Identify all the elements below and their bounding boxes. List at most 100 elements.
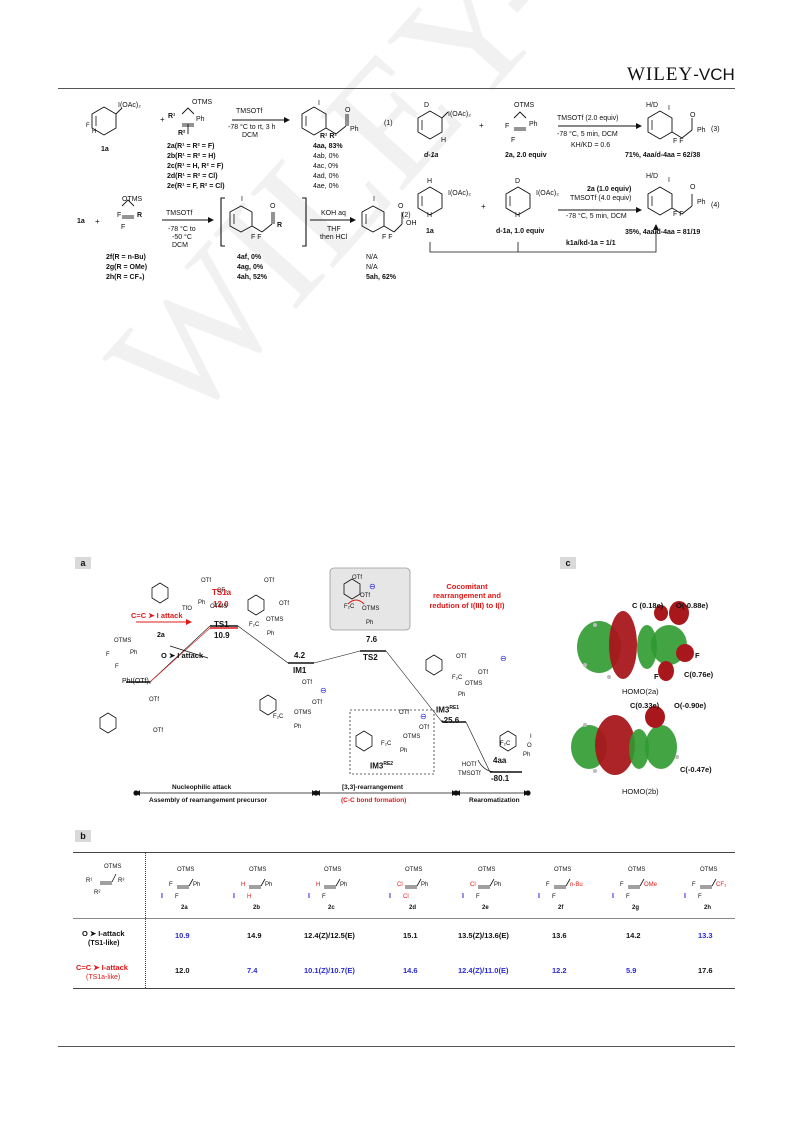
eq1-r2: R² bbox=[178, 130, 186, 137]
compound-2a-sub2: F bbox=[175, 894, 179, 900]
ts1-f2c: F₂C bbox=[249, 622, 260, 628]
eq2-otms: OTMS bbox=[122, 196, 143, 203]
orb1-c2-charge: C(0.76e) bbox=[684, 670, 714, 679]
row2-value-2a: 12.0 bbox=[175, 966, 190, 975]
eq2-int-ff: F F bbox=[251, 234, 262, 241]
logo-sep: - bbox=[693, 65, 699, 84]
im1-minus-charge: ⊖ bbox=[320, 686, 327, 695]
eq3-prod-ff: F F bbox=[673, 138, 684, 145]
generic-r1: R¹ bbox=[86, 878, 93, 884]
eq3-label2: 2a, 2.0 equiv bbox=[505, 152, 547, 159]
eq1-prod-r: R¹ R² bbox=[320, 133, 337, 140]
compound-2e-sub2: F bbox=[476, 894, 480, 900]
panel-c-label: c bbox=[560, 557, 576, 569]
eq4-h1: H bbox=[427, 178, 433, 185]
eq3-prod-i: I bbox=[668, 105, 670, 112]
eq2-substrate-2h: 2h(R = CF₃) bbox=[106, 274, 145, 281]
eq1-arrow-bottom1: -78 °C to rt, 3 h bbox=[228, 124, 276, 131]
eq1-product-4ab: 4ab, 0% bbox=[313, 153, 339, 160]
stage1-bottom: Assembly of rearrangement precursor bbox=[149, 797, 268, 804]
row1-value-2a: 10.9 bbox=[175, 931, 190, 940]
o-attack-label: O ➤ I attack bbox=[161, 651, 204, 660]
generic-r2: R² bbox=[94, 890, 101, 896]
ts2-minus-charge: ⊖ bbox=[369, 582, 376, 591]
compound-2g-r: OMe bbox=[644, 882, 658, 888]
eq1-product-4ac: 4ac, 0% bbox=[313, 163, 339, 170]
eq3-f2: F bbox=[511, 137, 516, 144]
im3re2-minus-charge: ⊖ bbox=[420, 712, 427, 721]
eq4-prod-ff: F F bbox=[673, 211, 684, 218]
eq4-prod-hd: H/D bbox=[646, 173, 659, 180]
logo-main: WILEY bbox=[627, 64, 694, 85]
row1-label-line2: (TS1-like) bbox=[88, 940, 120, 947]
cocomitant-note: Cocomitant rearrangement and redution of… bbox=[412, 582, 522, 610]
eq2-intermediate-4ah: 4ah, 52% bbox=[237, 274, 267, 281]
compound-2f-sub1: F bbox=[546, 882, 550, 888]
eq2-acid-i: I bbox=[373, 196, 375, 203]
im1-otms: OTMS bbox=[294, 710, 312, 716]
compound-2c-id: 2c bbox=[328, 905, 335, 911]
panel-a-label: a bbox=[75, 557, 91, 569]
eq2-start: 1a bbox=[77, 218, 85, 225]
compound-2a-attack-mark: I bbox=[161, 893, 163, 900]
eq2-plus: + bbox=[95, 217, 100, 226]
compound-2g-id: 2g bbox=[632, 905, 640, 911]
row1-value-2h: 13.3 bbox=[698, 931, 713, 940]
eq2-arrow-bottom2: -50 °C bbox=[172, 234, 192, 241]
ts1-otms: OTMS bbox=[266, 617, 284, 623]
compound-2g-otms: OTMS bbox=[628, 867, 646, 873]
im1-ph: Ph bbox=[294, 724, 302, 730]
im1-energy: 4.2 bbox=[294, 651, 306, 660]
compound-2g-attack-mark: I bbox=[612, 893, 614, 900]
compound-2d-otms: OTMS bbox=[405, 867, 423, 873]
im3re1-otf1: OTf bbox=[456, 654, 466, 660]
eq1-arrow-top: TMSOTf bbox=[236, 108, 263, 115]
eq1-ph: Ph bbox=[196, 116, 205, 123]
compound-2b-id: 2b bbox=[253, 905, 261, 911]
eq3-structures bbox=[417, 110, 693, 140]
compound-2h-sub1: F bbox=[692, 882, 696, 888]
im3re2-text: IM3 bbox=[370, 761, 384, 771]
eq4-arrow-top2: TMSOTf (4.0 equiv) bbox=[570, 195, 632, 202]
ts1-otf1: OTf bbox=[264, 578, 274, 584]
ts1-otf2: OTf bbox=[279, 601, 289, 607]
ts1-energy: 10.9 bbox=[214, 631, 230, 640]
eq4-arrow-bottom: -78 °C, 5 min, DCM bbox=[566, 213, 627, 220]
im3re1-otf2: OTf bbox=[478, 670, 488, 676]
start-otf1: OTf bbox=[149, 697, 159, 703]
eq3-ph: Ph bbox=[529, 121, 538, 128]
compound-2h-id: 2h bbox=[704, 905, 712, 911]
eq2-f1: F bbox=[117, 212, 122, 219]
eq3-plus: + bbox=[479, 121, 484, 130]
row1-value-2g: 14.2 bbox=[626, 931, 641, 940]
eq1-reagent-h: H bbox=[92, 129, 97, 135]
table-divider bbox=[145, 852, 146, 988]
im3re1-otms: OTMS bbox=[465, 681, 483, 687]
eq1-reagent-label: 1a bbox=[101, 146, 109, 153]
eq2-acid-o: O bbox=[398, 203, 404, 210]
eq3-f1: F bbox=[505, 123, 510, 130]
table-top-rule bbox=[73, 852, 735, 853]
compound-2c-otms: OTMS bbox=[324, 867, 342, 873]
ts2-energy: 7.6 bbox=[366, 635, 378, 644]
start-label: PhI(OTf)₂ bbox=[122, 678, 152, 685]
ts2-otf1: OTf bbox=[352, 575, 362, 581]
compound-2c-sub1: H bbox=[316, 882, 321, 888]
row1-value-2e: 13.5(Z)/13.6(E) bbox=[458, 931, 509, 940]
im3re1-ph: Ph bbox=[458, 692, 466, 698]
eq4-reagent1: I(OAc)₂ bbox=[448, 190, 471, 197]
compound-2a-r: Ph bbox=[193, 882, 201, 888]
eq2-arrow2-bottom1: THF bbox=[327, 226, 341, 233]
eq1-substrate-2a: 2a(R¹ = R² = F) bbox=[167, 143, 215, 150]
eq2-f2: F bbox=[121, 224, 126, 231]
row2-value-2f: 12.2 bbox=[552, 966, 567, 975]
eq1-prod-i: I bbox=[318, 100, 320, 107]
compound-2a-otms: OTMS bbox=[177, 867, 195, 873]
compound-2h-attack-mark: I bbox=[684, 893, 686, 900]
eq4-reagent2: I(OAc)₂ bbox=[536, 190, 559, 197]
eq3-reagent: I(OAc)₂ bbox=[448, 111, 471, 118]
product-i: I bbox=[530, 734, 532, 740]
eq4-result: 35%, 4aa/d-4aa = 81/19 bbox=[625, 229, 701, 236]
compound-2c-sub2: F bbox=[322, 894, 326, 900]
tmsotf-label: TMSOTf bbox=[458, 771, 481, 777]
